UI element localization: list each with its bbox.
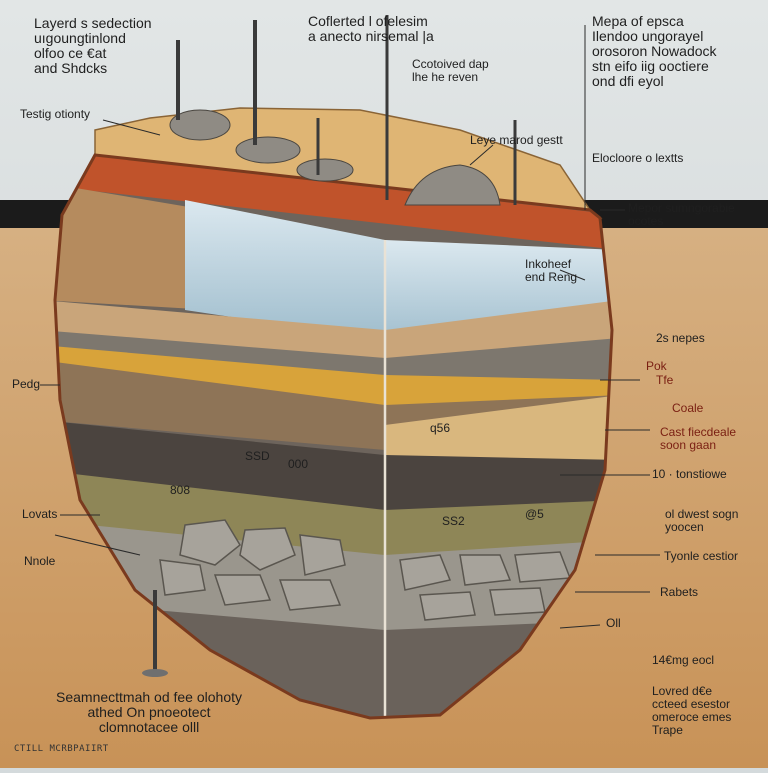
label-pedg: Pedg (12, 377, 41, 391)
label-num-soe: 808 (170, 483, 191, 497)
label-ecostore: Elocloore o lextts (592, 151, 684, 165)
label-num-ssd: SSD (245, 449, 270, 463)
label-coale: Coale (672, 401, 704, 415)
label-mepor: Mepor sumngorabie ocotes (628, 201, 735, 228)
label-rabets: Rabets (660, 585, 699, 599)
surface-objects (142, 15, 517, 677)
label-top-center: Coflerted l ofelesim a anecto nirsemal |… (308, 13, 434, 44)
label-seamect: Seamnecttmah od fee olohoty athed On pno… (56, 689, 243, 735)
layer-water-right (385, 240, 612, 345)
label-pok: Pok (646, 359, 667, 373)
label-top-center-2: Ccotoived dap lhe he reven (412, 57, 489, 84)
label-top-right: Mepa of epsca Ilendoo ungorayel orosoron… (592, 13, 717, 89)
layer-water-left (185, 200, 385, 340)
label-lovats: Lovats (22, 507, 58, 521)
label-num-sq: q56 (430, 421, 451, 435)
label-tonstiowe: 10 · tonstiowe (652, 467, 727, 481)
label-ps-nepes: 2s nepes (656, 331, 705, 345)
label-num-ooo: 000 (288, 457, 309, 471)
label-lovred: Lovred d€e ccteed esestor omeroce emes T… (652, 684, 732, 737)
leader-lines (40, 25, 660, 629)
layer-gravel (55, 470, 612, 560)
label-dwest: ol dwest sogn yoocen (665, 507, 739, 534)
label-ml-eocl: 14€mg eocl (652, 653, 715, 667)
label-cast: Cast fiecdeale soon gaan (660, 425, 737, 452)
label-layer-marked: Leye marod gestt (470, 133, 563, 147)
footer-caption: CTILL MCRBPAIIRT (14, 744, 109, 754)
layer-dark-rock (55, 420, 612, 520)
label-testing: Testig otionty (20, 107, 91, 121)
wedge-outline (53, 153, 614, 720)
label-num-q: @5 (525, 507, 544, 521)
label-nnole: Nnole (24, 554, 56, 568)
label-water-layer: Inkoheef end Reng (525, 257, 578, 284)
label-tfe: Tfe (656, 373, 674, 387)
label-top-left: Layerd s sedection uıgoungtinlond olfoo … (34, 15, 152, 76)
label-oll: Oll (606, 616, 621, 630)
label-tyone: Tyonle cestior (664, 549, 739, 563)
label-num-ssz: SS2 (442, 514, 465, 528)
layer-red-clay (55, 155, 612, 250)
